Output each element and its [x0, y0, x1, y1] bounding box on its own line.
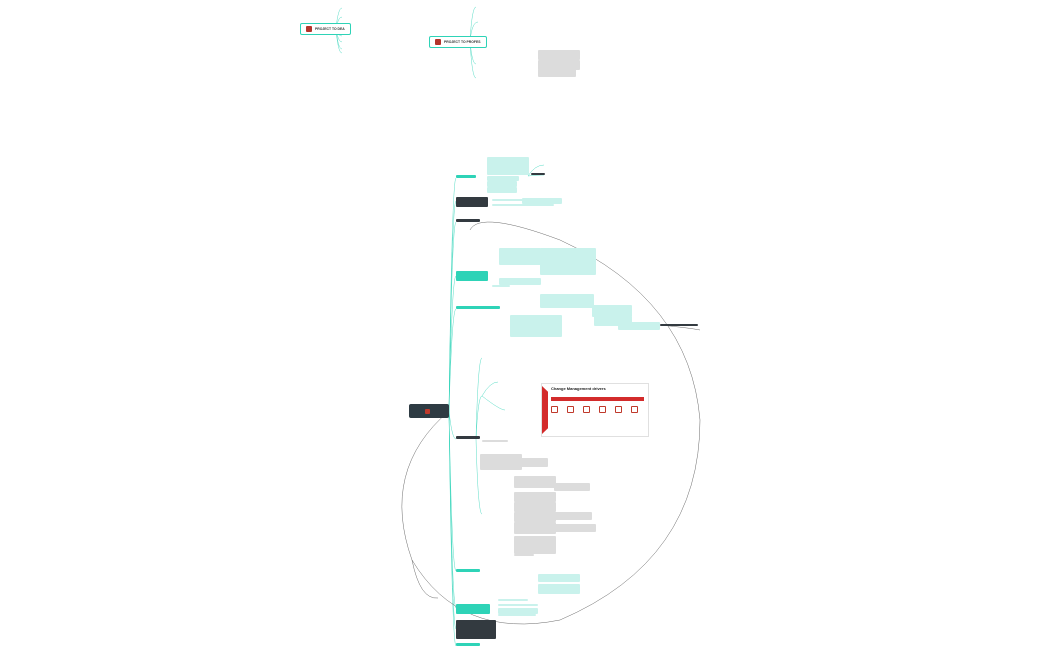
detail-node[interactable] [498, 599, 528, 601]
detail-node[interactable] [514, 522, 556, 534]
change-management-card[interactable]: Change Management drivers [541, 383, 649, 437]
detail-node[interactable] [540, 294, 594, 308]
detail-node[interactable] [492, 199, 524, 201]
detail-node[interactable] [498, 614, 536, 616]
detail-node[interactable] [480, 454, 522, 470]
detail-node[interactable] [482, 440, 508, 442]
detail-node[interactable] [499, 248, 541, 265]
small-label[interactable] [577, 362, 591, 364]
detail-node[interactable] [520, 361, 554, 365]
map2-note[interactable] [538, 69, 576, 77]
driver-icon [599, 406, 606, 413]
card-banner [551, 397, 644, 401]
detail-node[interactable] [592, 305, 632, 317]
branch-topic[interactable] [456, 175, 476, 178]
map2-note[interactable] [538, 60, 580, 70]
dark-tag[interactable] [531, 173, 545, 175]
detail-node[interactable] [480, 510, 506, 514]
detail-node[interactable] [618, 322, 660, 330]
driver-item [564, 406, 577, 432]
project-icon [306, 26, 312, 32]
map1-root[interactable]: PROJECT TO DEA [300, 23, 351, 35]
detail-node[interactable] [487, 157, 529, 175]
driver-icon [567, 406, 574, 413]
detail-node[interactable] [512, 231, 548, 243]
detail-node[interactable] [498, 608, 538, 614]
detail-node[interactable] [505, 405, 541, 415]
detail-node[interactable] [498, 604, 538, 606]
detail-node[interactable] [522, 204, 554, 206]
detail-node[interactable] [538, 574, 580, 582]
card-title: Change Management drivers [551, 386, 606, 391]
detail-node[interactable] [487, 187, 517, 193]
driver-item [628, 406, 641, 432]
driver-icon [615, 406, 622, 413]
detail-node[interactable] [514, 536, 556, 554]
detail-node[interactable] [503, 376, 541, 382]
detail-node[interactable] [522, 198, 562, 204]
project-icon [435, 39, 441, 45]
branch-topic[interactable] [456, 569, 480, 572]
card-marker [542, 386, 548, 434]
detail-node[interactable] [514, 502, 556, 512]
detail-node[interactable] [538, 584, 580, 594]
branch-topic[interactable] [456, 436, 480, 439]
branch-topic[interactable] [456, 643, 480, 646]
branch-topic[interactable] [456, 306, 500, 309]
detail-node[interactable] [487, 176, 519, 181]
detail-node[interactable] [514, 492, 556, 502]
detail-node[interactable] [554, 524, 596, 532]
detail-node[interactable] [492, 285, 510, 287]
map2-note[interactable] [538, 50, 580, 60]
detail-node[interactable] [514, 554, 534, 556]
branch-topic[interactable] [456, 219, 480, 222]
detail-node[interactable] [510, 315, 562, 337]
logo-icon [425, 408, 430, 414]
driver-icon [631, 406, 638, 413]
detail-note[interactable] [544, 158, 580, 170]
detail-node[interactable] [487, 181, 517, 187]
branch-topic[interactable] [456, 604, 490, 614]
central-topic[interactable] [409, 404, 449, 418]
detail-node[interactable] [499, 278, 541, 285]
detail-node[interactable] [554, 512, 592, 520]
detail-node[interactable] [554, 483, 590, 491]
branch-topic[interactable] [456, 271, 488, 281]
detail-node[interactable] [492, 204, 524, 206]
driver-icon [583, 406, 590, 413]
driver-item [548, 406, 561, 432]
branch-topic[interactable] [456, 197, 488, 207]
map2-root[interactable]: PROJECT TO PROFES [429, 36, 487, 48]
detail-node[interactable] [514, 512, 556, 522]
detail-node[interactable] [520, 343, 556, 347]
driver-item [580, 406, 593, 432]
dark-tag[interactable] [660, 324, 698, 326]
branch-topic[interactable] [456, 620, 496, 639]
driver-item [596, 406, 609, 432]
detail-node[interactable] [514, 476, 556, 488]
detail-node[interactable] [594, 316, 632, 326]
driver-icon [551, 406, 558, 413]
driver-item [612, 406, 625, 432]
detail-node[interactable] [540, 248, 596, 275]
detail-node[interactable] [518, 458, 548, 467]
